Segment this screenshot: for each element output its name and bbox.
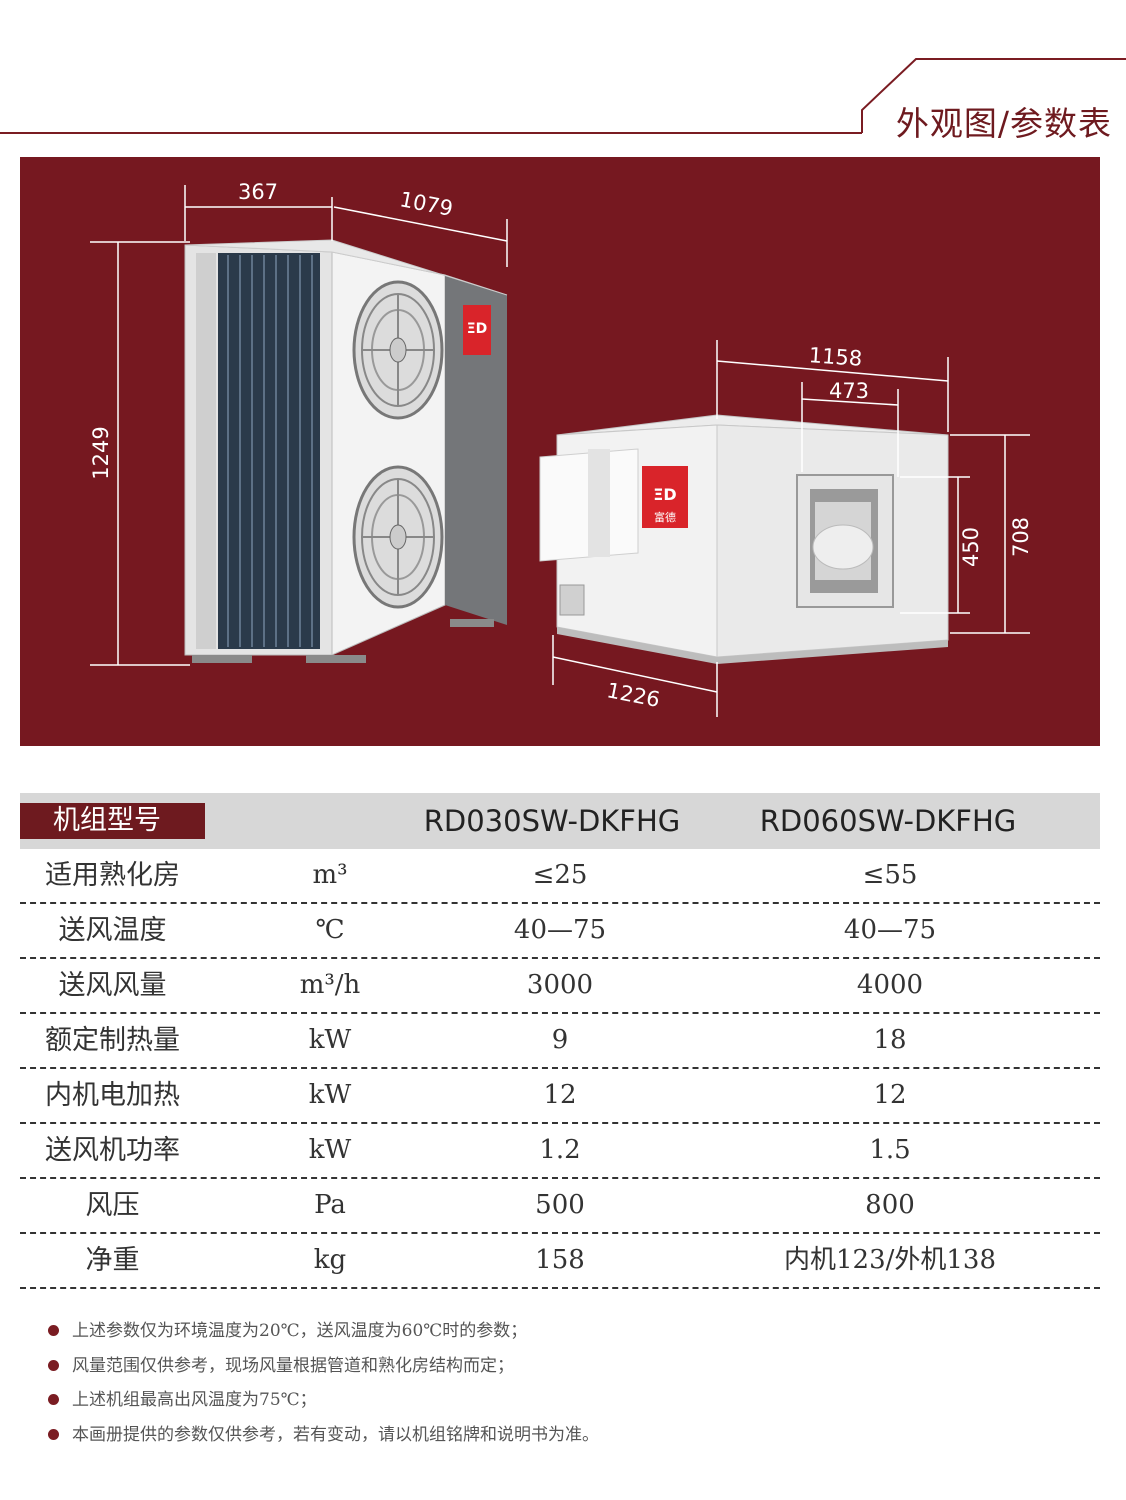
dimension-lines: [552, 340, 1030, 717]
row-label: 净重: [85, 1245, 140, 1276]
list-item: 风量范围仅供参考，现场风量根据管道和熟化房结构而定；: [48, 1351, 599, 1386]
outdoor-height-label: 1249: [89, 426, 113, 479]
row-label: 额定制热量: [45, 1025, 180, 1056]
row-value-2: 内机123/外机138: [783, 1245, 996, 1275]
note-text: 风量范围仅供参考，现场风量根据管道和熟化房结构而定；: [72, 1355, 514, 1376]
list-item: 上述参数仅为环境温度为20℃，送风温度为60℃时的参数；: [48, 1316, 599, 1351]
row-value-1: 3000: [526, 970, 594, 1000]
table-row: 风压 Pa 500 800: [20, 1179, 1100, 1234]
model-name-1: RD030SW-DKFHG: [423, 804, 681, 838]
spec-table-header: 机组型号 RD030SW-DKFHG RD060SW-DKFHG: [20, 793, 1100, 849]
row-value-2: 12: [873, 1080, 907, 1110]
section-title: 外观图/参数表: [895, 104, 1112, 143]
row-unit: kg: [313, 1245, 347, 1275]
header-decoration: [0, 58, 1126, 134]
svg-text:ΞD: ΞD: [653, 485, 676, 504]
brand-logo: ΞD 富德: [642, 466, 688, 528]
model-name-2: RD060SW-DKFHG: [759, 804, 1017, 838]
row-unit: kW: [308, 1025, 352, 1055]
table-row: 内机电加热 kW 12 12: [20, 1069, 1100, 1124]
list-item: 上述机组最高出风温度为75℃；: [48, 1385, 599, 1420]
appearance-diagram: ΞD 367 1079 1249: [20, 157, 1100, 746]
row-value-1: 9: [551, 1025, 569, 1055]
table-row: 送风机功率 kW 1.2 1.5: [20, 1124, 1100, 1179]
bullet-icon: [48, 1428, 59, 1440]
bullet-icon: [48, 1394, 59, 1405]
row-value-1: 158: [535, 1245, 585, 1275]
note-text: 上述机组最高出风温度为75℃；: [72, 1390, 317, 1410]
row-label: 送风机功率: [45, 1135, 180, 1166]
notes-list: 上述参数仅为环境温度为20℃，送风温度为60℃时的参数； 风量范围仅供参考，现场…: [48, 1316, 599, 1454]
fan-icon: [352, 465, 444, 609]
row-label: 送风温度: [58, 915, 167, 946]
indoor-length-label: 1226: [605, 678, 662, 712]
indoor-unit: ΞD 富德: [539, 340, 1033, 717]
row-label: 送风风量: [58, 970, 167, 1001]
brand-text: 富德: [654, 510, 676, 524]
row-value-2: 800: [865, 1190, 915, 1220]
table-row: 送风风量 m³/h 3000 4000: [20, 959, 1100, 1014]
brand-logo: ΞD: [463, 305, 491, 355]
bullet-icon: [48, 1325, 59, 1336]
air-outlet: [796, 474, 894, 608]
row-label: 内机电加热: [45, 1080, 180, 1111]
row-unit: kW: [308, 1080, 352, 1110]
row-value-2: 1.5: [869, 1135, 911, 1165]
row-value-1: ≤25: [532, 860, 588, 890]
note-text: 上述参数仅为环境温度为20℃，送风温度为60℃时的参数；: [72, 1321, 528, 1341]
bullet-icon: [48, 1359, 59, 1371]
row-unit: ℃: [315, 915, 345, 945]
row-label: 风压: [85, 1190, 140, 1221]
outdoor-width-label: 1079: [398, 187, 455, 221]
row-unit: m³: [312, 860, 348, 890]
outdoor-unit: ΞD 367 1079 1249: [89, 180, 508, 666]
dimension-lines: [90, 185, 508, 666]
row-unit: m³/h: [299, 970, 361, 1000]
table-row: 额定制热量 kW 9 18: [20, 1014, 1100, 1069]
table-row: 适用熟化房 m³ ≤25 ≤55: [20, 849, 1100, 904]
row-label: 适用熟化房: [45, 860, 180, 891]
model-label: 机组型号: [20, 803, 205, 839]
outlet-height-label: 450: [959, 527, 983, 567]
table-row: 送风温度 ℃ 40—75 40—75: [20, 904, 1100, 959]
row-value-2: ≤55: [862, 860, 918, 890]
row-value-1: 1.2: [539, 1135, 581, 1165]
indoor-height-label: 708: [1009, 517, 1033, 557]
row-value-1: 500: [535, 1190, 585, 1220]
row-value-2: 4000: [856, 970, 924, 1000]
row-unit: Pa: [314, 1190, 346, 1220]
table-row: 净重 kg 158 内机123/外机138: [20, 1234, 1100, 1289]
svg-text:ΞD: ΞD: [467, 321, 487, 337]
outlet-width-label: 473: [829, 379, 869, 403]
row-unit: kW: [308, 1135, 352, 1165]
fan-icon: [352, 280, 444, 420]
row-value-2: 40—75: [843, 915, 937, 945]
note-text: 本画册提供的参数仅供参考，若有变动，请以机组铭牌和说明书为准。: [72, 1424, 599, 1445]
spec-table: 适用熟化房 m³ ≤25 ≤55 送风温度 ℃ 40—75 40—75 送风风量…: [20, 849, 1100, 1289]
indoor-width-label: 1158: [808, 343, 863, 371]
row-value-1: 12: [543, 1080, 577, 1110]
outdoor-depth-label: 367: [238, 180, 278, 204]
list-item: 本画册提供的参数仅供参考，若有变动，请以机组铭牌和说明书为准。: [48, 1420, 599, 1455]
row-value-1: 40—75: [513, 915, 607, 945]
row-value-2: 18: [873, 1025, 907, 1055]
